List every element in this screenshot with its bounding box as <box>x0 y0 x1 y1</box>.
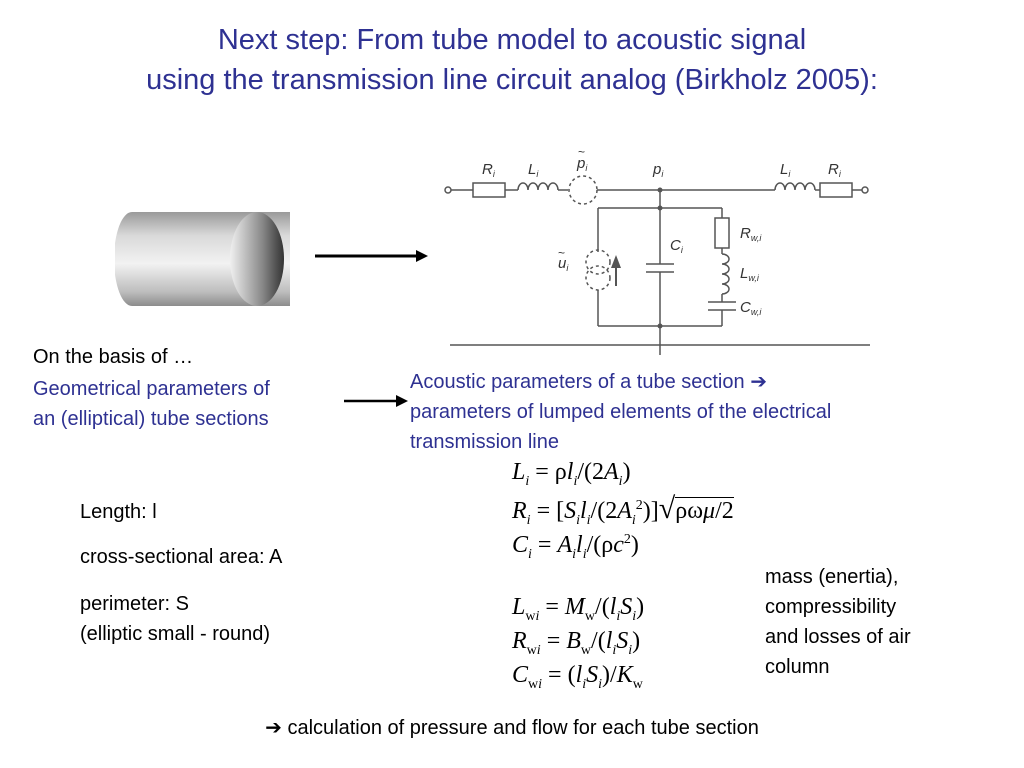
intro-text: On the basis of … <box>33 346 194 368</box>
acoustic-params-line3: transmission line <box>410 431 559 453</box>
tube-cylinder-image <box>115 212 290 306</box>
slide-title-line2: using the transmission line circuit anal… <box>146 64 878 96</box>
label-C-i: Ci <box>670 237 684 255</box>
geo-to-acoustic-arrow <box>344 395 408 407</box>
formula-L-wi: Lwi = Mw/(liSi) <box>512 594 645 624</box>
label-p-tilde: pi <box>576 155 588 173</box>
tube-to-circuit-arrow <box>315 250 428 262</box>
label-L-right: Li <box>780 161 791 179</box>
note-line4: column <box>765 656 830 678</box>
transmission-line-circuit-diagram: Ri Li pi ~ pi Li Ri Ci ui ~ Rw,i Lw,i Cw… <box>444 145 870 355</box>
conclusion-text: ➔ calculation of pressure and flow for e… <box>265 717 759 739</box>
formula-L-i: Li = ρli/(2Ai) <box>512 459 631 489</box>
svg-text:~: ~ <box>558 246 565 260</box>
param-perimeter: perimeter: S <box>80 593 189 615</box>
label-u-tilde: ui <box>558 255 569 273</box>
label-L-w: Lw,i <box>740 265 760 283</box>
label-R-right: Ri <box>828 161 842 179</box>
param-area: cross-sectional area: A <box>80 546 283 568</box>
svg-text:~: ~ <box>578 145 585 159</box>
note-line2: compressibility <box>765 596 897 618</box>
note-line1: mass (enertia), <box>765 566 899 588</box>
geometric-params-line2: an (elliptical) tube sections <box>33 408 269 430</box>
formula-C-i: Ci = Aili/(ρc2) <box>512 532 639 562</box>
label-p-i: pi <box>652 161 664 179</box>
label-L-left: Li <box>528 161 539 179</box>
slide-title-line1: Next step: From tube model to acoustic s… <box>217 24 807 56</box>
formula-C-wi: Cwi = (liSi)/Kw <box>512 662 643 692</box>
right-arrow-icon: ➔ <box>750 371 767 393</box>
acoustic-params-line1: Acoustic parameters of a tube section ➔ <box>410 371 767 393</box>
note-line3: and losses of air <box>765 626 911 648</box>
param-length: Length: l <box>80 501 157 523</box>
acoustic-params-line2: parameters of lumped elements of the ele… <box>410 401 832 423</box>
label-R-left: Ri <box>482 161 496 179</box>
formula-R-wi: Rwi = Bw/(liSi) <box>512 628 641 658</box>
label-R-w: Rw,i <box>740 225 762 243</box>
param-perimeter-note: (elliptic small - round) <box>80 623 271 645</box>
label-C-w: Cw,i <box>740 299 762 317</box>
formula-R-i: Ri = [Sili/(2Ai2)]√ρωμ/2 <box>512 492 734 528</box>
geometric-params-line1: Geometrical parameters of <box>33 378 270 400</box>
